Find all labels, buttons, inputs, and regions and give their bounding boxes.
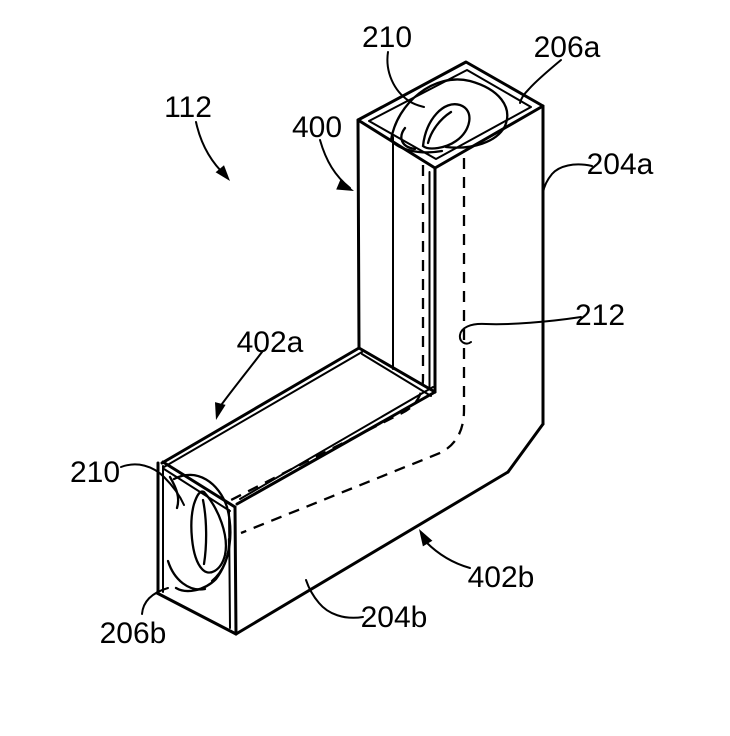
internal-channel-hidden-lines — [230, 158, 466, 535]
top-opening-rim — [368, 69, 532, 160]
arrow-402a-head — [215, 402, 226, 420]
reference-labels: 210 206a 112 400 204a 212 402a 210 206b … — [70, 21, 654, 650]
channel-dashed-line-near — [230, 165, 425, 502]
inner-corner-edge — [357, 346, 437, 394]
arm-top-far-ridge-inner — [239, 386, 434, 500]
inner-corner-edge-inner — [361, 353, 432, 397]
end-opening-swirl — [166, 473, 232, 593]
bottom-front-edge — [234, 470, 510, 636]
arm-top-near-edge — [160, 346, 361, 465]
label-204b: 204b — [361, 601, 428, 634]
label-402a: 402a — [237, 326, 304, 359]
end-face-top-edge-inner — [163, 468, 231, 512]
top-opening-swirl — [389, 78, 509, 154]
label-402b: 402b — [468, 561, 535, 594]
channel-dashed-line-far — [240, 158, 466, 535]
elbow-body-outline — [155, 60, 545, 636]
arrows — [195, 121, 471, 569]
leader-lines — [120, 51, 593, 619]
arrow-402b-head — [419, 529, 433, 547]
leader-212 — [458, 316, 582, 345]
end-face-right-edge — [233, 505, 238, 636]
end-face-right-edge-inner — [228, 509, 231, 629]
label-210-left: 210 — [70, 456, 120, 489]
label-400: 400 — [292, 111, 342, 144]
leader-206b — [141, 587, 169, 615]
arrow-402b-tail — [425, 541, 471, 569]
leader-210-top — [386, 51, 425, 108]
top-face-rim-inner — [368, 69, 532, 160]
leader-204b — [305, 579, 364, 619]
arrow-400-head — [336, 179, 354, 191]
end-face-bottom-edge — [155, 591, 238, 636]
arm-top-far-ridge — [235, 390, 437, 506]
label-112: 112 — [164, 91, 212, 124]
label-206b: 206b — [100, 617, 167, 650]
arrow-402a-tail — [218, 351, 263, 409]
arrow-112-head — [215, 165, 230, 181]
label-204a: 204a — [587, 148, 654, 181]
label-210-top: 210 — [362, 21, 412, 54]
arrow-400-tail — [319, 139, 351, 189]
label-212: 212 — [575, 299, 625, 332]
label-206a: 206a — [534, 31, 601, 64]
outer-corner-chamfer — [506, 422, 545, 474]
leader-204a — [542, 163, 593, 194]
leader-210-left — [120, 463, 185, 506]
vertical-arm-left-edge — [356, 118, 361, 350]
leader-206a — [519, 59, 562, 104]
arm-top-near-edge-inner — [163, 351, 363, 468]
